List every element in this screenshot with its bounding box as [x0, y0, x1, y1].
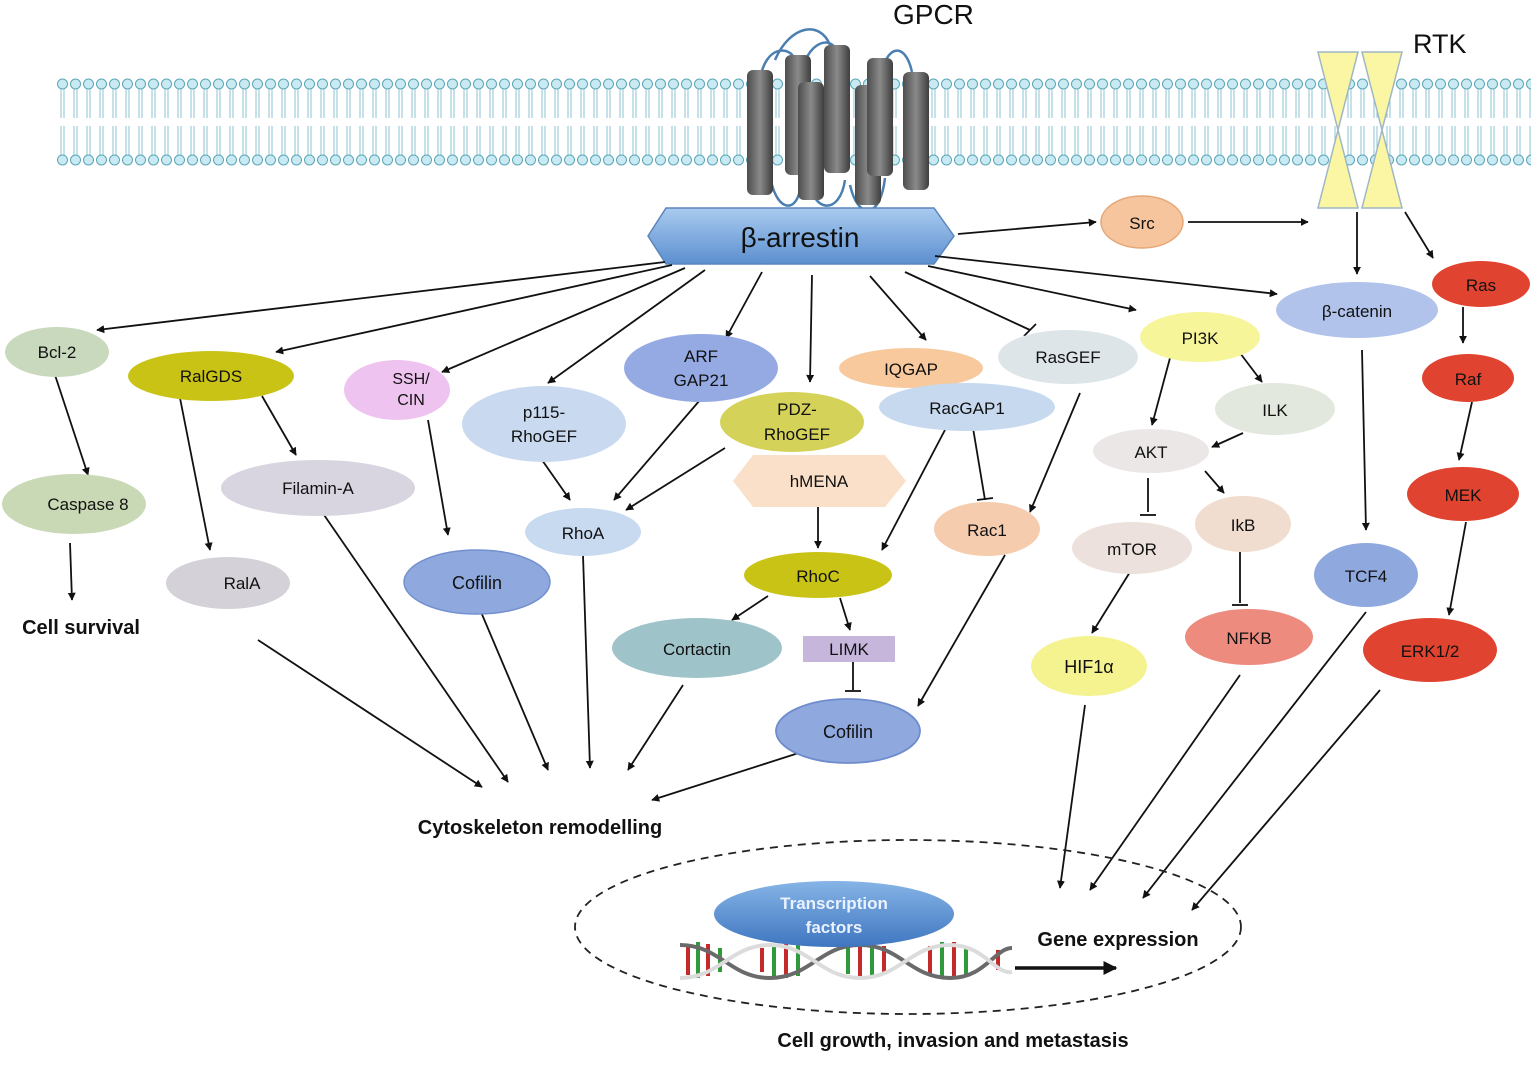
mtor-label: mTOR	[1107, 540, 1157, 559]
tcf4-label: TCF4	[1345, 567, 1388, 586]
akt-label: AKT	[1134, 443, 1167, 462]
ikb-node	[1195, 496, 1291, 552]
transcription-factors-label-1: Transcription	[780, 894, 888, 913]
racgap1-node	[879, 383, 1055, 431]
iqgap-label: IQGAP	[884, 360, 938, 379]
cofilin-left-node	[403, 549, 551, 615]
rhoc-node	[744, 552, 892, 598]
beta-catenin-node	[1276, 282, 1438, 338]
rhoa-node	[525, 508, 641, 556]
ralgds-label: RalGDS	[180, 367, 242, 386]
ikb-label: IkB	[1231, 516, 1256, 535]
ssh-label-2: CIN	[397, 392, 425, 409]
raf-node	[1422, 354, 1514, 402]
nucleus-boundary	[574, 839, 1242, 1015]
rtk-receptor	[1317, 51, 1403, 209]
bcl2-label: Bcl-2	[38, 343, 77, 362]
arf-gap21-node	[624, 334, 778, 402]
rac1-label: Rac1	[967, 521, 1007, 540]
ilk-node	[1215, 383, 1335, 435]
p115-rhogef-node	[462, 386, 626, 462]
iqgap-node	[839, 348, 983, 388]
nfkb-label: NFKB	[1226, 629, 1271, 648]
mtor-node	[1072, 522, 1192, 574]
hmena-label: hMENA	[790, 472, 849, 491]
barrestin-label: β-arrestin	[741, 222, 860, 253]
cortactin-label: Cortactin	[663, 640, 731, 659]
pi3k-label: PI3K	[1182, 329, 1220, 348]
raf-label: Raf	[1455, 370, 1482, 389]
hif1a-label: HIF1α	[1064, 657, 1113, 677]
arf-label-1: ARF	[684, 347, 718, 366]
racgap1-label: RacGAP1	[929, 399, 1005, 418]
cortactin-node	[612, 618, 782, 678]
rhoa-label: RhoA	[562, 524, 605, 543]
p115-label-2: RhoGEF	[511, 427, 577, 446]
cofilin-mid-node	[775, 698, 921, 764]
beta-catenin-label: β-catenin	[1322, 302, 1392, 321]
barrestin-node	[647, 207, 955, 265]
caspase8-node	[2, 474, 146, 534]
outcome-label: Cell growth, invasion and metastasis	[777, 1030, 1128, 1052]
ssh-label-1: SSH/	[392, 371, 430, 388]
hif1a-node	[1031, 636, 1147, 696]
filamin-a-node	[221, 460, 415, 516]
src-node	[1100, 195, 1184, 249]
tcf4-node	[1314, 543, 1418, 607]
nfkb-node	[1185, 609, 1313, 665]
erk12-node	[1363, 618, 1497, 682]
gpcr-label: GPCR	[893, 0, 974, 30]
bcl2-node	[5, 327, 109, 377]
pi3k-node	[1140, 312, 1260, 362]
rala-label: RalA	[224, 574, 262, 593]
edges	[54, 211, 1473, 911]
mek-node	[1407, 467, 1519, 521]
ilk-label: ILK	[1262, 401, 1288, 420]
erk12-label: ERK1/2	[1401, 642, 1460, 661]
pdz-rhogef-node	[720, 392, 864, 452]
rasgef-label: RasGEF	[1035, 348, 1100, 367]
limk-node	[803, 636, 895, 662]
gene-expression-label: Gene expression	[1037, 929, 1198, 951]
caspase8-label: Caspase 8	[47, 495, 128, 514]
dna-helix-icon	[679, 942, 1013, 981]
ssh-cin-node	[344, 360, 450, 420]
ras-node	[1432, 261, 1530, 307]
ralgds-node	[128, 351, 294, 401]
cytoskeleton-remodelling-label: Cytoskeleton remodelling	[418, 817, 663, 839]
mek-label: MEK	[1445, 486, 1483, 505]
rac1-node	[934, 502, 1040, 556]
transcription-factors-node	[714, 881, 954, 947]
cell-survival-label: Cell survival	[22, 617, 140, 639]
src-label: Src	[1129, 214, 1155, 233]
rtk-label: RTK	[1413, 29, 1467, 59]
arf-label-2: GAP21	[674, 371, 729, 390]
rhoc-label: RhoC	[796, 567, 839, 586]
filamin-a-label: Filamin-A	[282, 479, 354, 498]
transcription-factors-label-2: factors	[806, 918, 863, 937]
hmena-node	[733, 455, 906, 507]
rala-node	[166, 557, 290, 609]
pdz-label-1: PDZ-	[777, 400, 817, 419]
cofilin-mid-label: Cofilin	[823, 722, 873, 742]
pdz-label-2: RhoGEF	[764, 425, 830, 444]
limk-label: LIMK	[829, 640, 869, 659]
cofilin-left-label: Cofilin	[452, 573, 502, 593]
ras-label: Ras	[1466, 276, 1496, 295]
akt-node	[1093, 429, 1209, 473]
p115-label-1: p115-	[523, 403, 565, 422]
rasgef-node	[998, 330, 1138, 384]
